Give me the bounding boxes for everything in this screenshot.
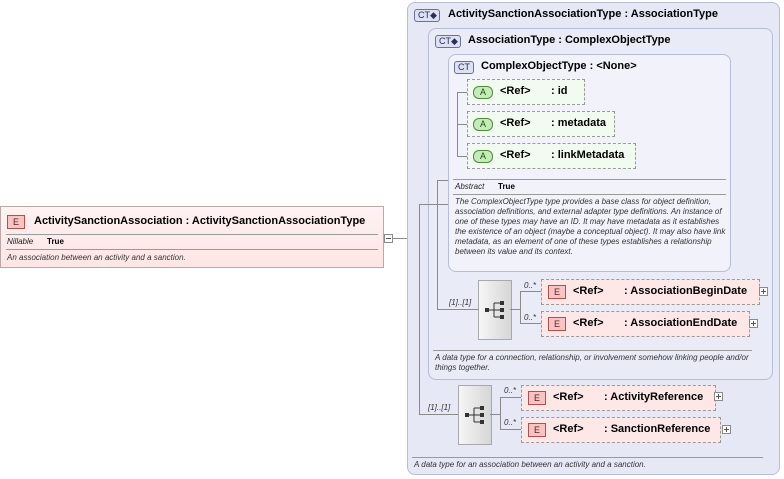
element-name: : AssociationBeginDate	[624, 285, 748, 297]
attribute-badge: A	[473, 118, 493, 131]
element-activity-reference[interactable]: E <Ref> : ActivityReference	[521, 385, 716, 411]
divider	[6, 234, 378, 235]
element-badge: E	[528, 423, 546, 437]
connector	[437, 180, 438, 310]
divider	[6, 249, 378, 250]
attribute-name: : linkMetadata	[551, 149, 625, 161]
sequence-cardinality: [1]..[1]	[449, 298, 472, 307]
expand-toggle[interactable]	[749, 319, 758, 328]
connector	[520, 323, 541, 324]
element-name: : ActivityReference	[604, 391, 704, 403]
expand-toggle[interactable]	[714, 392, 723, 401]
connector	[457, 124, 467, 125]
ref-label: <Ref>	[500, 85, 531, 97]
ref-label: <Ref>	[573, 317, 604, 329]
divider	[412, 457, 763, 458]
ref-label: <Ref>	[553, 391, 584, 403]
complex-object-type-title: ComplexObjectType : <None>	[481, 60, 637, 72]
element-name: : SanctionReference	[604, 423, 711, 435]
ref-label: <Ref>	[500, 117, 531, 129]
ref-label: <Ref>	[573, 285, 604, 297]
connector	[490, 414, 500, 415]
complex-type-badge: CT◆	[435, 35, 461, 48]
connector	[520, 291, 541, 292]
nillable-label: Nillable	[7, 237, 34, 246]
connector	[437, 309, 478, 310]
element-badge: E	[528, 391, 546, 405]
attribute-metadata[interactable]: A <Ref> : metadata	[467, 111, 615, 137]
abstract-value: True	[498, 182, 515, 191]
complex-type-badge: CT◆	[414, 9, 440, 22]
root-element-doc: An association between an activity and a…	[7, 253, 186, 262]
element-cardinality: 0..*	[504, 386, 517, 395]
expand-toggle[interactable]	[722, 425, 731, 434]
connector	[419, 414, 458, 415]
sequence-compositor[interactable]	[458, 385, 492, 445]
complex-object-type-doc: The ComplexObjectType type provides a ba…	[455, 197, 726, 256]
element-name: : AssociationEndDate	[624, 317, 738, 329]
root-element[interactable]: E ActivitySanctionAssociation : Activity…	[0, 206, 384, 268]
sequence-compositor[interactable]	[478, 280, 512, 340]
outer-type-doc: A data type for an association between a…	[414, 460, 646, 469]
connector	[510, 309, 520, 310]
element-association-end-date[interactable]: E <Ref> : AssociationEndDate	[541, 311, 750, 337]
connector	[500, 397, 501, 430]
element-badge: E	[548, 285, 566, 299]
connector	[393, 238, 419, 239]
collapse-toggle[interactable]	[384, 234, 393, 243]
element-association-begin-date[interactable]: E <Ref> : AssociationBeginDate	[541, 279, 760, 305]
divider	[433, 350, 752, 351]
element-cardinality: 0..*	[524, 281, 537, 290]
abstract-label: Abstract	[455, 182, 485, 191]
attribute-name: : id	[551, 85, 568, 97]
attribute-badge: A	[473, 86, 493, 99]
complex-type-badge: CT	[454, 61, 474, 74]
sequence-cardinality: [1]..[1]	[428, 403, 451, 412]
connector	[457, 156, 467, 157]
connector	[419, 204, 420, 414]
attribute-badge: A	[473, 150, 493, 163]
expand-toggle[interactable]	[759, 287, 768, 296]
element-sanction-reference[interactable]: E <Ref> : SanctionReference	[521, 417, 721, 443]
connector	[437, 180, 448, 181]
ref-label: <Ref>	[500, 149, 531, 161]
sequence-icon	[465, 406, 484, 424]
connector	[500, 429, 521, 430]
element-cardinality: 0..*	[504, 418, 517, 427]
connector	[457, 92, 467, 93]
connector	[500, 397, 521, 398]
connector	[419, 204, 448, 205]
outer-type-title: ActivitySanctionAssociationType : Associ…	[448, 8, 718, 20]
connector	[520, 291, 521, 324]
attribute-id[interactable]: A <Ref> : id	[467, 79, 585, 105]
sequence-icon	[485, 301, 504, 319]
association-type-title: AssociationType : ComplexObjectType	[468, 34, 671, 46]
attribute-linkmetadata[interactable]: A <Ref> : linkMetadata	[467, 143, 636, 169]
nillable-value: True	[47, 237, 64, 246]
divider	[453, 179, 726, 180]
attribute-name: : metadata	[551, 117, 607, 129]
element-badge: E	[548, 317, 566, 331]
ref-label: <Ref>	[553, 423, 584, 435]
element-badge: E	[7, 215, 25, 229]
root-element-title: ActivitySanctionAssociation : ActivitySa…	[34, 215, 366, 227]
element-cardinality: 0..*	[524, 313, 537, 322]
divider	[453, 194, 726, 195]
association-type-doc: A data type for a connection, relationsh…	[435, 353, 749, 372]
